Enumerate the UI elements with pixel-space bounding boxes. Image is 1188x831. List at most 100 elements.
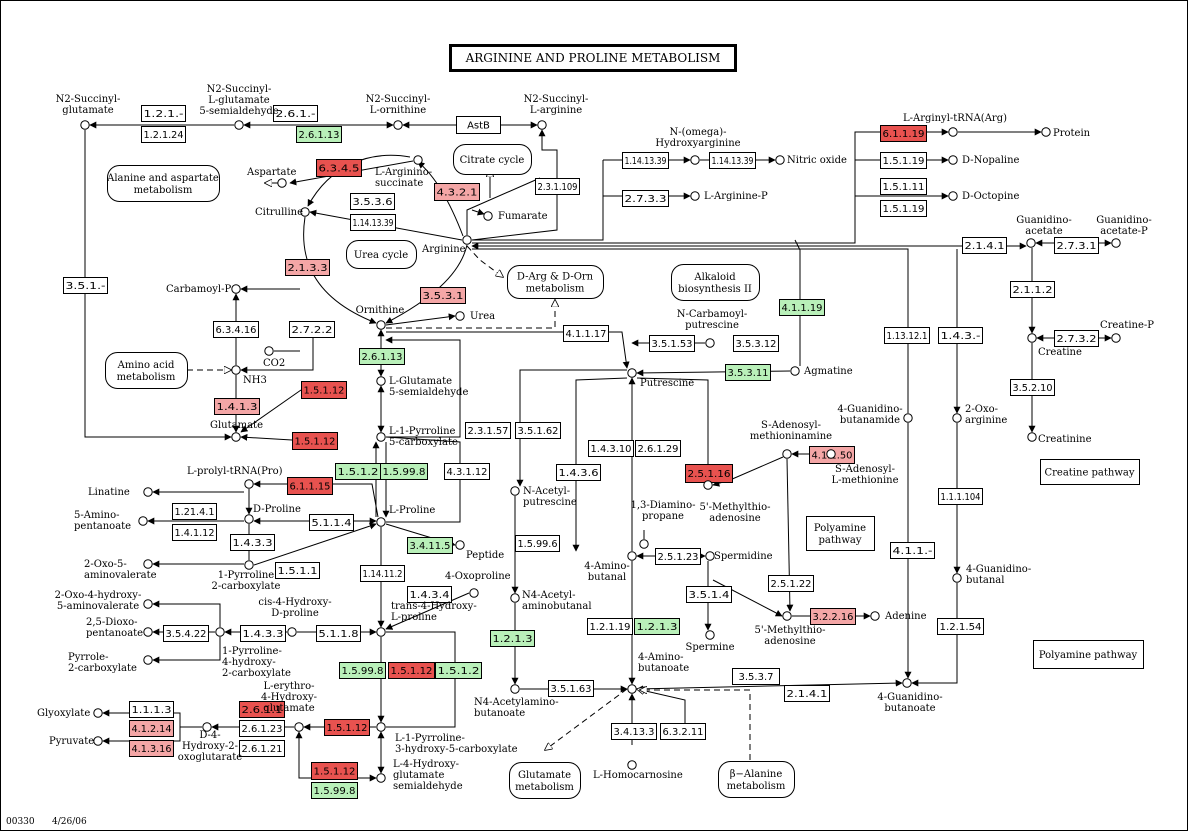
compound-pyrrole-2-carboxylate[interactable]: Pyrrole-2-carboxylate [68,652,137,674]
enzyme-box[interactable] [129,740,174,757]
compound-label[interactable]: butanoate [638,663,689,674]
compound-node[interactable] [455,540,465,550]
enzyme-label[interactable]: 5.1.1.8 [319,629,359,640]
enzyme-box[interactable] [1054,237,1099,254]
enzyme-3-4-11-5[interactable]: 3.4.11.5 [407,537,453,554]
compound-node[interactable] [782,449,792,459]
compound-label[interactable]: N-Carbamoyl- [677,309,748,320]
compound-label[interactable]: D-4- [199,730,220,741]
enzyme-box[interactable] [324,719,370,736]
enzyme-2-5-1-23[interactable]: 2.5.1.23 [655,548,701,565]
compound-label[interactable]: adenosine [709,513,761,524]
enzyme-3-5-3-12[interactable]: 3.5.3.12 [733,335,779,352]
compound-node[interactable] [143,599,153,609]
enzyme-2-6-1-1[interactable]: 2.6.1.1 [239,701,285,718]
compound-d-octopine[interactable]: D-Octopine [962,191,1019,202]
compound-label[interactable]: N4-Acetylamino- [474,697,559,708]
enzyme-label[interactable]: 2.6.1.13 [362,352,403,363]
compound-node[interactable] [93,708,103,718]
enzyme-label[interactable]: 3.2.2.16 [813,612,854,623]
enzyme-label[interactable]: 1.5.1.19 [883,204,925,215]
compound-label[interactable]: Putrescine [640,378,694,389]
enzyme-1-5-99-8[interactable]: 1.5.99.8 [380,463,428,480]
compound-label[interactable]: Urea [470,311,495,322]
compound-label[interactable]: pentanoate [86,628,143,639]
compound-node[interactable] [80,120,90,130]
enzyme-box[interactable] [380,463,428,480]
compound-label[interactable]: 5-carboxylate [389,437,458,448]
compound-node[interactable] [510,486,520,496]
enzyme-box[interactable] [434,183,480,201]
map-link-box[interactable] [107,165,220,202]
compound-node[interactable] [143,627,153,637]
compound-label[interactable]: cis-4-Hydroxy- [258,597,331,608]
enzyme-box[interactable] [880,200,927,217]
compound-putrescine[interactable]: Putrescine [640,378,694,389]
compound-node[interactable] [376,773,386,783]
compound-5-amino-pentanoate[interactable]: 5-Amino-pentanoate [74,510,131,532]
compound-guanidino-acetate[interactable]: Guanidino-acetate [1016,215,1071,237]
enzyme-1-2-1[interactable]: 1.2.1.- [141,105,186,122]
compound-node[interactable] [775,155,785,165]
compound-node[interactable] [1041,127,1051,137]
enzyme-2-6-1-21[interactable]: 2.6.1.21 [239,740,285,757]
enzyme-box[interactable] [635,440,681,457]
compound-n2-succinyl-l-ornithine[interactable]: N2-Succinyl-L-ornithine [366,94,431,116]
compound-node[interactable] [627,551,637,561]
enzyme-label[interactable]: 6.3.2.11 [663,727,704,738]
compound-l-prolyl-trna-pro[interactable]: L-prolyl-tRNA(Pro) [187,466,283,477]
enzyme-label[interactable]: 1.5.1.12 [314,767,356,778]
compound-label[interactable]: Adenine [884,611,927,622]
enzyme-box[interactable] [172,503,217,520]
enzyme-box[interactable] [686,586,732,603]
enzyme-label[interactable]: 3.5.3.6 [353,197,393,208]
enzyme-box[interactable] [239,701,285,718]
compound-label[interactable]: Guanidino- [1096,215,1151,226]
compound-node[interactable] [1027,333,1037,343]
compound-linatine[interactable]: Linatine [88,487,130,498]
compound-urea[interactable]: Urea [470,311,495,322]
enzyme-1-4-3[interactable]: 1.4.3.- [938,327,983,344]
enzyme-1-5-1-19[interactable]: 1.5.1.19 [880,200,927,217]
compound-label[interactable]: 2-Oxo-4-hydroxy- [55,590,142,601]
enzyme-box[interactable] [273,105,318,122]
compound-node[interactable] [455,311,465,321]
enzyme-box[interactable] [588,440,634,457]
enzyme-label[interactable]: 4.1.1.- [893,546,933,557]
enzyme-box[interactable] [732,668,780,685]
enzyme-box[interactable] [311,762,358,780]
enzyme-label[interactable]: 1.14.11.2 [363,569,403,580]
enzyme-4-1-1[interactable]: 4.1.1.- [890,542,935,559]
compound-label[interactable]: glutamate [263,703,314,714]
compound-label[interactable]: N2-Succinyl- [56,94,121,105]
compound-l-arginine-p[interactable]: L-Arginine-P [704,191,768,202]
enzyme-1-1-1-104[interactable]: 1.1.1.104 [938,488,983,505]
compound-label[interactable]: 4-hydroxy- [222,657,276,668]
compound-arginine[interactable]: Arginine [421,244,466,255]
compound-label[interactable]: N2-Succinyl- [207,84,272,95]
enzyme-box[interactable] [937,618,984,635]
compound-label[interactable]: NH3 [243,375,267,386]
enzyme-1-4-3-3[interactable]: 1.4.3.3 [240,625,286,642]
enzyme-1-5-1-12[interactable]: 1.5.1.12 [324,719,370,736]
enzyme-label[interactable]: 1.5.1.12 [304,386,345,397]
enzyme-6-3-2-11[interactable]: 6.3.2.11 [660,723,706,740]
compound-label[interactable]: L-methionine [831,475,898,486]
enzyme-2-6-1-29[interactable]: 2.6.1.29 [635,440,681,457]
compound-d-4-hydroxy-2-oxoglutarate[interactable]: D-4-Hydroxy-2-oxoglutarate [178,730,242,763]
enzyme-label[interactable]: 1.14.13.39 [353,218,394,229]
enzyme-label[interactable]: 2.1.1.2 [1013,285,1053,296]
enzyme-box[interactable] [285,259,330,276]
map-link-label[interactable]: biosynthesis II [678,284,752,295]
enzyme-label[interactable]: 3.5.4.22 [166,629,207,640]
compound-n-acetyl-putrescine[interactable]: N-Acetyl-putrescine [523,486,577,508]
compound-label[interactable]: Nitric oxide [787,155,847,166]
compound-label[interactable]: glutamate [393,770,444,781]
enzyme-label[interactable]: 1.2.1.24 [144,130,184,141]
enzyme-box[interactable] [316,159,362,177]
compound-label[interactable]: 5-Amino- [74,510,119,521]
enzyme-label[interactable]: 2.7.3.1 [1057,241,1097,252]
compound-node[interactable] [1111,333,1121,343]
